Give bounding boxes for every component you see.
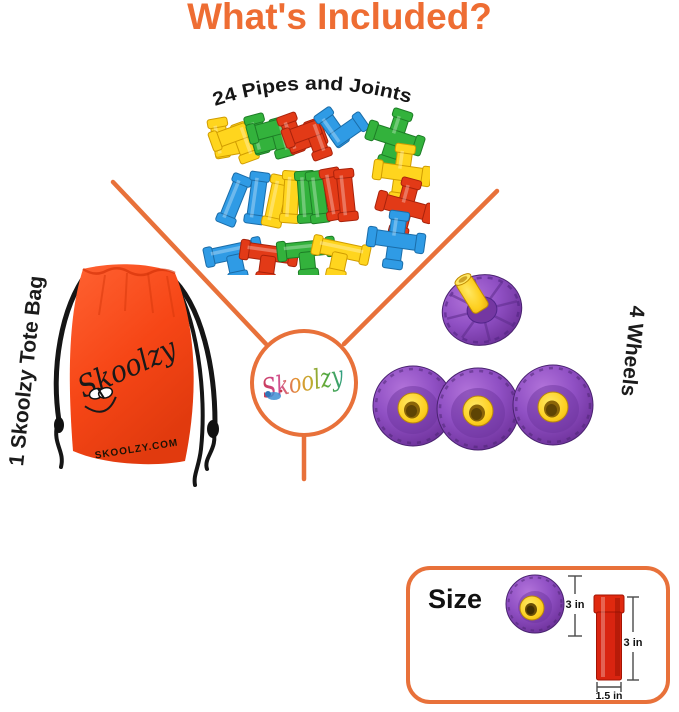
page-title: What's Included? [187,0,492,37]
connector-line-left [110,179,269,347]
size-wheel-figure [505,574,565,634]
pipe-width-label: 1.5 in [596,690,623,700]
drawstring-cords [53,270,219,487]
wheel-right [512,364,594,446]
size-pipe-figure [593,594,625,681]
bag-body [69,264,194,465]
pipe-piece-elbow [207,121,260,165]
pipe-height-dimension [627,596,639,681]
pipe-piece-straight [215,172,253,228]
pipe-piece-elbow [280,118,333,162]
pipe-piece-cross [364,107,426,169]
butterfly-doodle [88,386,114,400]
pipe-piece-cross [365,209,427,271]
size-figure: 3 in 3 in 1.5 in [505,574,643,700]
pipe-piece-tee [310,234,372,275]
wheel-height-dimension [568,575,582,637]
pipes-photo [202,106,430,275]
wheel-middle [436,367,520,451]
caterpillar-doodle [265,389,283,400]
pipe-piece-straight [333,167,359,223]
wheel-row [372,364,594,451]
pipes-arc-label: 24 Pipes and Joints [210,73,414,110]
wheel-top [441,273,523,346]
size-box: Size 3 in [406,566,670,704]
brand-circle: Skoolzy [250,329,358,437]
pipe-height-label: 3 in [624,637,643,649]
wheel-left [372,365,454,447]
wheel-height-label: 3 in [566,599,585,611]
pipe-piece-straight [243,170,271,226]
tote-bag-photo: Skoolzy SKOOLZY.COM [53,264,219,487]
size-label: Size [428,584,483,614]
wheels-photo [372,273,594,451]
pipe-piece-elbow [313,106,370,149]
connector-line-right [341,188,500,347]
pipe-width-dimension [596,682,622,692]
brand-logo: Skoolzy [259,360,346,405]
